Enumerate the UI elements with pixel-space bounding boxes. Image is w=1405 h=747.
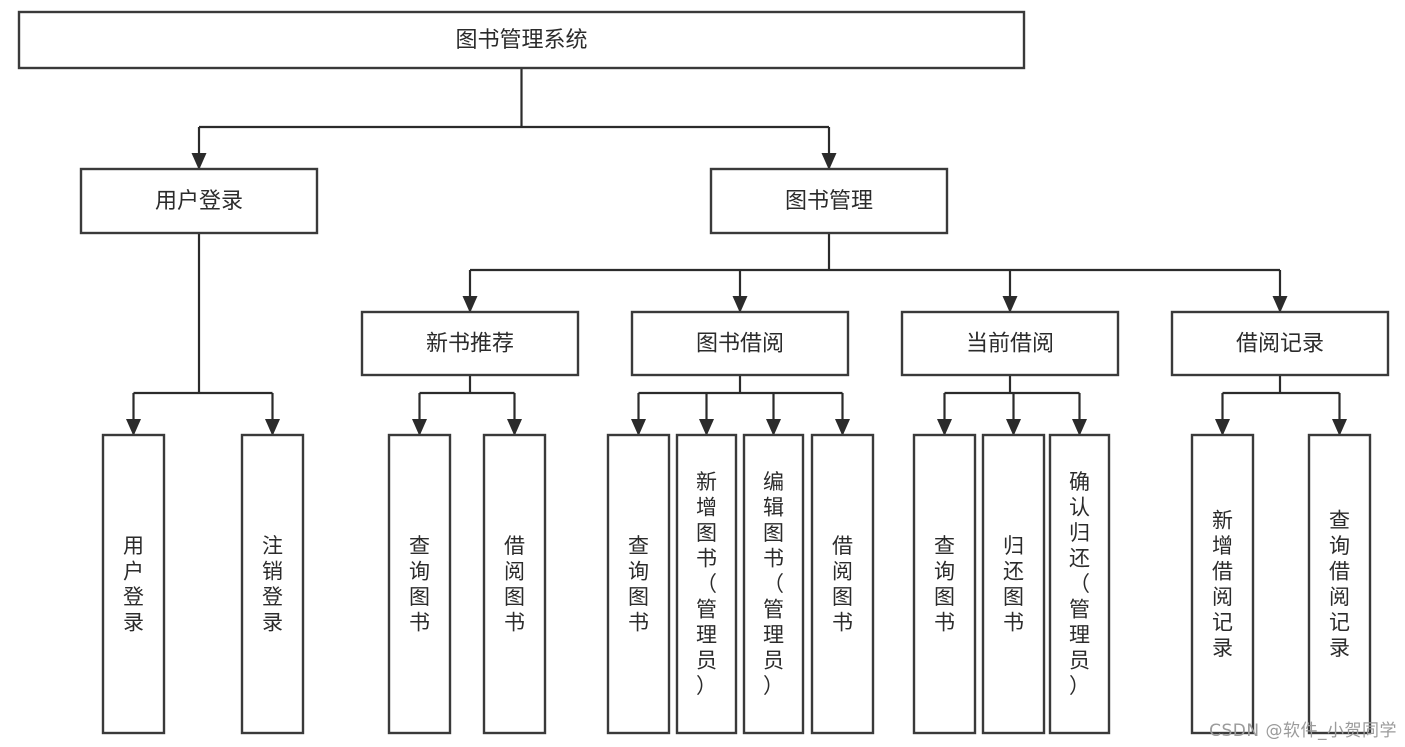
arrow-head-icon <box>462 296 478 313</box>
node-label: 借阅记录 <box>1236 332 1324 357</box>
arrow-head-icon <box>821 153 837 170</box>
node-label: 新增借阅记录 <box>1212 508 1233 660</box>
node-box[interactable] <box>709 167 949 235</box>
node-records[interactable]: 借阅记录 <box>1170 310 1390 377</box>
node-label: 图书管理 <box>785 189 873 214</box>
arrow-head-icon <box>1272 296 1288 313</box>
node-label: 查询图书 <box>934 534 955 635</box>
node-box[interactable] <box>900 310 1120 377</box>
node-leaf-new-2[interactable]: 借阅图书 <box>482 433 547 735</box>
node-label: 用户登录 <box>123 534 144 635</box>
arrow-head-icon <box>835 419 850 436</box>
node-label: 图书管理系统 <box>455 28 587 53</box>
node-box[interactable] <box>981 433 1046 735</box>
edge-group-records <box>1215 375 1347 436</box>
node-label: 借阅图书 <box>504 534 525 635</box>
node-label: 注销登录 <box>262 534 283 635</box>
node-box[interactable] <box>606 433 671 735</box>
watermark-text: CSDN @软件_小贺同学 <box>1209 721 1397 741</box>
node-leaf-rec-1[interactable]: 新增借阅记录 <box>1190 433 1255 735</box>
node-label: 新书推荐 <box>426 332 514 357</box>
arrow-head-icon <box>1002 296 1018 313</box>
node-box[interactable] <box>630 310 850 377</box>
edge-group-login <box>126 233 280 436</box>
arrow-head-icon <box>631 419 646 436</box>
arrow-head-icon <box>412 419 427 436</box>
node-box[interactable] <box>360 310 580 377</box>
arrow-head-icon <box>1215 419 1230 436</box>
node-label: 用户登录 <box>155 189 243 214</box>
arrow-head-icon <box>699 419 714 436</box>
arrow-head-icon <box>126 419 141 436</box>
node-label: 查询图书 <box>628 534 649 635</box>
node-leaf-new-1[interactable]: 查询图书 <box>387 433 452 735</box>
arrow-head-icon <box>732 296 748 313</box>
node-box[interactable] <box>101 433 166 735</box>
node-newbook[interactable]: 新书推荐 <box>360 310 580 377</box>
node-box[interactable] <box>1170 310 1390 377</box>
arrow-head-icon <box>1332 419 1347 436</box>
node-leaf-bor-1[interactable]: 查询图书 <box>606 433 671 735</box>
node-label: 归还图书 <box>1003 534 1024 635</box>
edge-group-newbook <box>412 375 522 436</box>
node-box[interactable] <box>482 433 547 735</box>
arrow-head-icon <box>1072 419 1087 436</box>
node-leaf-cur-3[interactable]: 确认归还（管理员） <box>1048 433 1111 735</box>
node-box[interactable] <box>1048 433 1111 735</box>
node-current[interactable]: 当前借阅 <box>900 310 1120 377</box>
node-box[interactable] <box>1190 433 1255 735</box>
arrow-head-icon <box>1006 419 1021 436</box>
node-box[interactable] <box>810 433 875 735</box>
node-box[interactable] <box>675 433 738 735</box>
node-root[interactable]: 图书管理系统 <box>17 10 1026 70</box>
edge-layer <box>126 68 1347 436</box>
node-box[interactable] <box>240 433 305 735</box>
node-label: 新增图书（管理员） <box>696 470 717 698</box>
arrow-head-icon <box>191 153 207 170</box>
node-leaf-rec-2[interactable]: 查询借阅记录 <box>1307 433 1372 735</box>
node-leaf-cur-2[interactable]: 归还图书 <box>981 433 1046 735</box>
edge-group-current <box>937 375 1087 436</box>
node-label: 当前借阅 <box>966 332 1054 357</box>
node-leaf-login-2[interactable]: 注销登录 <box>240 433 305 735</box>
node-box[interactable] <box>912 433 977 735</box>
arrow-head-icon <box>937 419 952 436</box>
edge-group-borrow <box>631 375 850 436</box>
node-login[interactable]: 用户登录 <box>79 167 319 235</box>
node-borrow[interactable]: 图书借阅 <box>630 310 850 377</box>
node-label: 确认归还（管理员） <box>1069 470 1090 698</box>
node-label: 编辑图书（管理员） <box>763 470 784 698</box>
arrow-head-icon <box>766 419 781 436</box>
node-leaf-login-1[interactable]: 用户登录 <box>101 433 166 735</box>
node-bookmgmt[interactable]: 图书管理 <box>709 167 949 235</box>
node-box[interactable] <box>79 167 319 235</box>
edge-group-bookmgmt <box>462 233 1288 313</box>
edge-group-root <box>191 68 837 170</box>
node-box[interactable] <box>387 433 452 735</box>
node-leaf-bor-4[interactable]: 借阅图书 <box>810 433 875 735</box>
node-leaf-bor-3[interactable]: 编辑图书（管理员） <box>742 433 805 735</box>
node-box[interactable] <box>742 433 805 735</box>
node-leaf-cur-1[interactable]: 查询图书 <box>912 433 977 735</box>
node-label: 查询借阅记录 <box>1329 508 1350 660</box>
arrow-head-icon <box>507 419 522 436</box>
arrow-head-icon <box>265 419 280 436</box>
node-label: 借阅图书 <box>832 534 853 635</box>
node-label: 查询图书 <box>409 534 430 635</box>
node-leaf-bor-2[interactable]: 新增图书（管理员） <box>675 433 738 735</box>
node-box[interactable] <box>1307 433 1372 735</box>
node-layer: 图书管理系统用户登录图书管理新书推荐图书借阅当前借阅借阅记录用户登录注销登录查询… <box>17 10 1390 735</box>
node-label: 图书借阅 <box>696 332 784 357</box>
node-box[interactable] <box>17 10 1026 70</box>
